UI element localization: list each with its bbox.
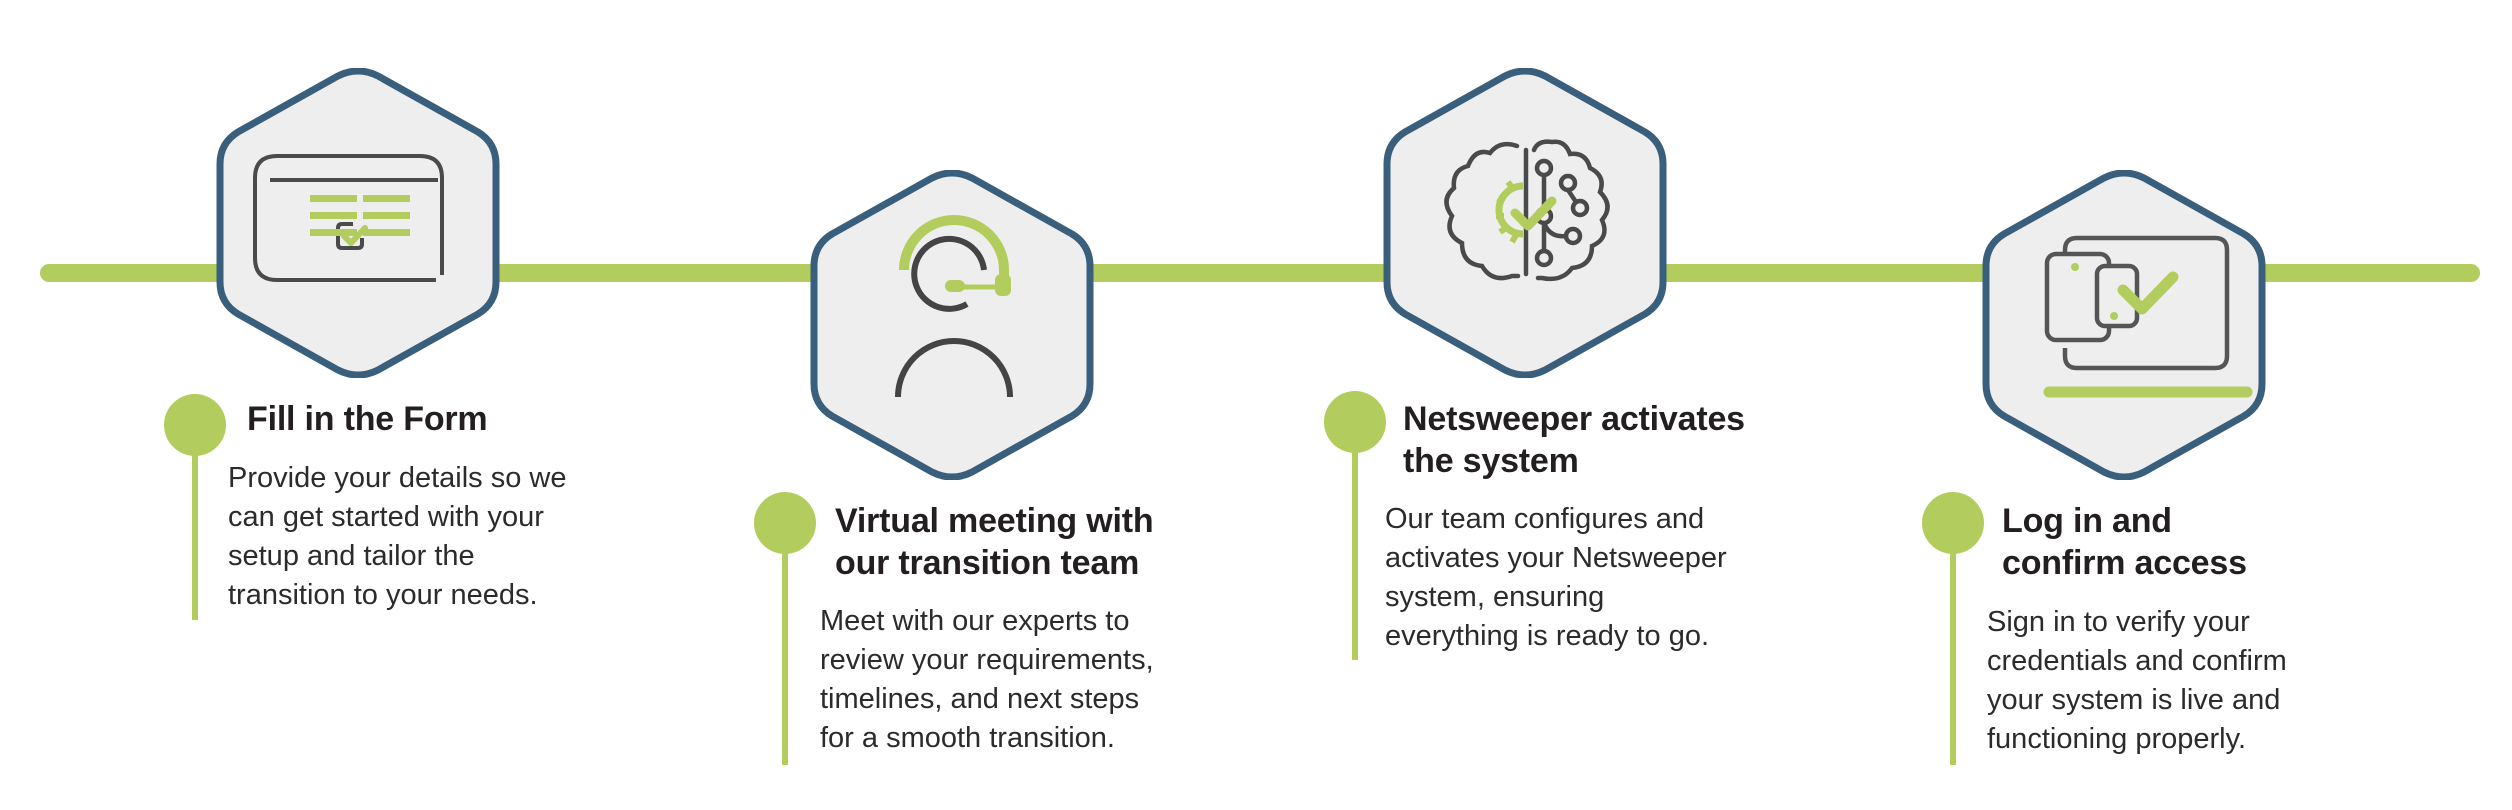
form-checkbox-icon	[253, 154, 444, 282]
step-3-description-line: Our team configures and	[1385, 503, 1705, 535]
step-2-marker-dot	[754, 492, 816, 554]
step-1-marker-dot	[164, 394, 226, 456]
hexagon-shape	[810, 170, 1094, 480]
step-1-description-line: can get started with your	[228, 501, 544, 533]
step-2-description-line: review your requirements,	[820, 644, 1154, 676]
step-2-description-line: timelines, and next steps	[820, 683, 1140, 715]
step-2-title-line: our transition team	[835, 544, 1140, 582]
step-3-hexagon	[1380, 68, 1670, 378]
step-3-description-line: system, ensuring	[1385, 581, 1605, 613]
step-4-hexagon	[1979, 170, 2269, 480]
timeline-line	[40, 264, 2480, 282]
step-3-marker-stem	[1352, 447, 1358, 660]
step-2-hexagon	[807, 170, 1097, 480]
step-2-title-line: Virtual meeting with	[835, 502, 1154, 540]
step-1-hexagon	[213, 68, 503, 378]
step-4-description-line: credentials and confirm	[1987, 645, 2287, 677]
step-4-description-line: functioning properly.	[1987, 723, 2247, 755]
headset-agent-icon	[895, 215, 1013, 398]
step-4-title-line: Log in and	[2002, 502, 2172, 540]
step-1-description: Provide your details so we can get start…	[228, 459, 567, 615]
step-4-title: Log in and confirm access	[2002, 500, 2247, 584]
step-1-title-line: Fill in the Form	[247, 400, 488, 438]
step-4-description: Sign in to verify your credentials and c…	[1987, 603, 2287, 759]
step-3-description-line: everything is ready to go.	[1385, 620, 1710, 652]
step-3-title: Netsweeper activates the system	[1403, 398, 1745, 482]
step-4-marker-stem	[1950, 548, 1956, 765]
step-4-marker-dot	[1922, 492, 1984, 554]
step-1-marker-stem	[192, 450, 198, 620]
step-1-description-line: setup and tailor the	[228, 540, 475, 572]
step-1-description-line: Provide your details so we	[228, 462, 567, 494]
hexagon-shape	[216, 68, 500, 378]
step-3-description: Our team configures and activates your N…	[1385, 500, 1727, 656]
step-2-description-line: Meet with our experts to	[820, 605, 1130, 637]
step-4-title-line: confirm access	[2002, 544, 2247, 582]
step-2-marker-stem	[782, 548, 788, 765]
step-2-title: Virtual meeting with our transition team	[835, 500, 1154, 584]
step-4-description-line: your system is live and	[1987, 684, 2281, 716]
step-1-title: Fill in the Form	[247, 398, 488, 440]
step-3-description-line: activates your Netsweeper	[1385, 542, 1727, 574]
step-3-marker-dot	[1324, 391, 1386, 453]
step-1-description-line: transition to your needs.	[228, 579, 538, 611]
step-4-description-line: Sign in to verify your	[1987, 606, 2250, 638]
devices-check-icon	[2043, 235, 2253, 398]
step-3-title-line: the system	[1403, 442, 1579, 480]
step-3-title-line: Netsweeper activates	[1403, 400, 1745, 438]
step-2-description: Meet with our experts to review your req…	[820, 602, 1154, 758]
step-2-description-line: for a smooth transition.	[820, 722, 1115, 754]
